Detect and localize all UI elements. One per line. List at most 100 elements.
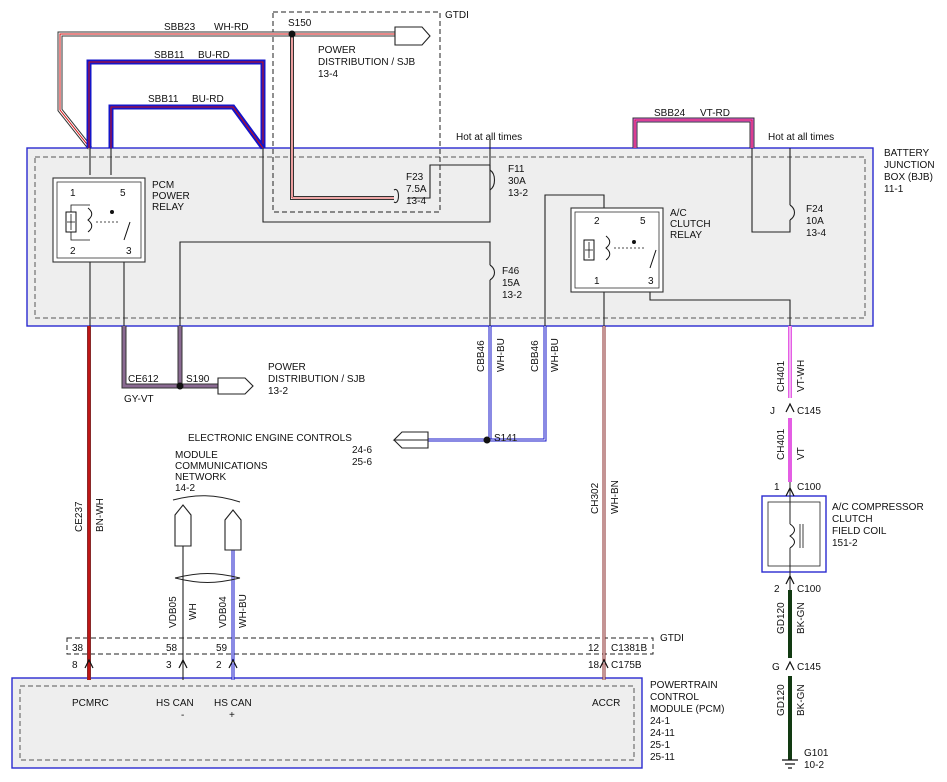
label-pcm-7: 25-11 [650,752,675,763]
battery-junction-box [26,147,874,327]
label-sbb24: SBB24 [654,108,686,119]
wire-sbb23 [57,31,395,150]
label-g101-1: G101 [804,748,829,759]
label-pcm-2: CONTROL [650,692,699,703]
label-pin-59: 59 [216,643,228,654]
label-c100-b: C100 [797,584,821,595]
pcm-module-inner [19,685,635,761]
label-f46-3: 13-2 [502,290,522,301]
wire-sbb24 [632,117,755,148]
wire-sbb11-inner [108,104,266,150]
label-vdb04: VDB04 [218,596,229,628]
label-pd-sjb-3: 13-4 [318,69,338,80]
label-eec-3: 25-6 [352,457,372,468]
label-ac-pin-5: 5 [640,216,646,227]
label-sbb11-a: SBB11 [154,50,185,61]
label-gtdi-top: GTDI [445,10,469,21]
fuse-f11-icon [489,169,496,191]
label-pcmrc: PCMRC [72,698,109,709]
label-f11-1: F11 [508,164,525,175]
label-c175b: C175B [611,660,642,671]
label-pcm-pin-2: 2 [70,246,76,257]
label-pin-8: 8 [72,660,78,671]
label-ce612: CE612 [128,374,159,385]
label-hot-at-all-times-2: Hot at all times [768,132,834,143]
label-hs-can-plus: HS CAN [214,698,252,709]
label-pcm-6: 25-1 [650,740,670,751]
power-distribution-arrow-top-icon [394,26,431,46]
wire-bjb-f24 [751,148,791,233]
label-wh: WH [188,603,199,620]
label-pcm-5: 24-11 [650,728,675,739]
label-pd2-2: DISTRIBUTION / SJB [268,374,366,385]
label-wh-bu-a: WH-BU [496,338,507,372]
label-mcn-3: NETWORK [175,472,226,483]
label-bjb-3: BOX (BJB) [884,172,933,183]
wire-s150-f23 [290,34,394,200]
label-hot-at-all-times-1: Hot at all times [456,132,522,143]
label-hs-can-minus: HS CAN [156,698,194,709]
label-bu-rd-a: BU-RD [198,50,230,61]
label-bn-wh: BN-WH [95,498,106,532]
label-acc-2: CLUTCH [832,514,873,525]
splice-s141 [483,436,491,444]
gtdi-splice-region [272,11,441,213]
label-mcn-2: COMMUNICATIONS [175,461,268,472]
label-accr: ACCR [592,698,620,709]
label-gd120-a: GD120 [776,602,787,634]
ground-g101-icon [782,759,798,769]
label-acc-3: FIELD COIL [832,526,887,537]
label-vt-wh: VT-WH [796,360,807,392]
ac-relay-switch-icon [649,249,657,269]
label-f23-3: 13-4 [406,196,426,207]
label-f24-2: 10A [806,216,824,227]
label-c100-pin-2: 2 [774,584,780,595]
label-hs-can-minus-sign: - [181,710,184,721]
wire-ce612 [121,326,218,389]
connector-pin-arrows [84,402,795,671]
label-f46-1: F46 [502,266,520,277]
label-pin-18: 18 [588,660,600,671]
label-f23-1: F23 [406,172,424,183]
label-c100-pin-1: 1 [774,482,780,493]
label-wh-bn: WH-BN [610,480,621,514]
label-eec-2: 24-6 [352,445,372,456]
label-f23-2: 7.5A [406,184,427,195]
label-s150: S150 [288,18,312,29]
mcn-connector-left-icon [174,504,192,547]
label-wh-rd: WH-RD [214,22,248,33]
label-eec-1: ELECTRONIC ENGINE CONTROLS [188,433,352,444]
label-c145-b: C145 [797,662,821,673]
label-ce237: CE237 [74,501,85,532]
label-pin-38: 38 [72,643,84,654]
label-s141: S141 [494,433,518,444]
label-f46-2: 15A [502,278,520,289]
label-c100-a: C100 [797,482,821,493]
label-f11-3: 13-2 [508,188,528,199]
label-pd2-3: 13-2 [268,386,288,397]
pcm-relay-switch-icon [123,221,131,241]
label-f24-1: F24 [806,204,824,215]
label-g101-2: 10-2 [804,760,824,771]
label-bjb-4: 11-1 [884,184,904,195]
label-ch401-b: CH401 [776,428,787,460]
wire-sbb11-outer [86,59,266,148]
label-pcm-relay-3: RELAY [152,202,184,213]
splice-s190 [176,382,184,390]
pcm-module-box [11,677,643,769]
label-ch302: CH302 [590,482,601,514]
fuse-f46-icon [489,264,496,281]
label-pin-12: 12 [588,643,600,654]
clutch-coil-icon [789,523,795,549]
label-bk-gn-a: BK-GN [796,602,807,634]
label-wh-bu-b: WH-BU [550,338,561,372]
label-pcm-relay-1: PCM [152,180,174,191]
label-gtdi-bottom: GTDI [660,633,684,644]
label-acc-1: A/C COMPRESSOR [832,502,924,513]
label-pcm-pin-3: 3 [126,246,132,257]
pcm-relay-coil-icon [87,207,93,233]
mcn-connector-right-icon [224,509,242,551]
wire-cbb46 [428,326,547,442]
wire-bjb-f46-feed [179,241,491,328]
label-vt-rd: VT-RD [700,108,730,119]
